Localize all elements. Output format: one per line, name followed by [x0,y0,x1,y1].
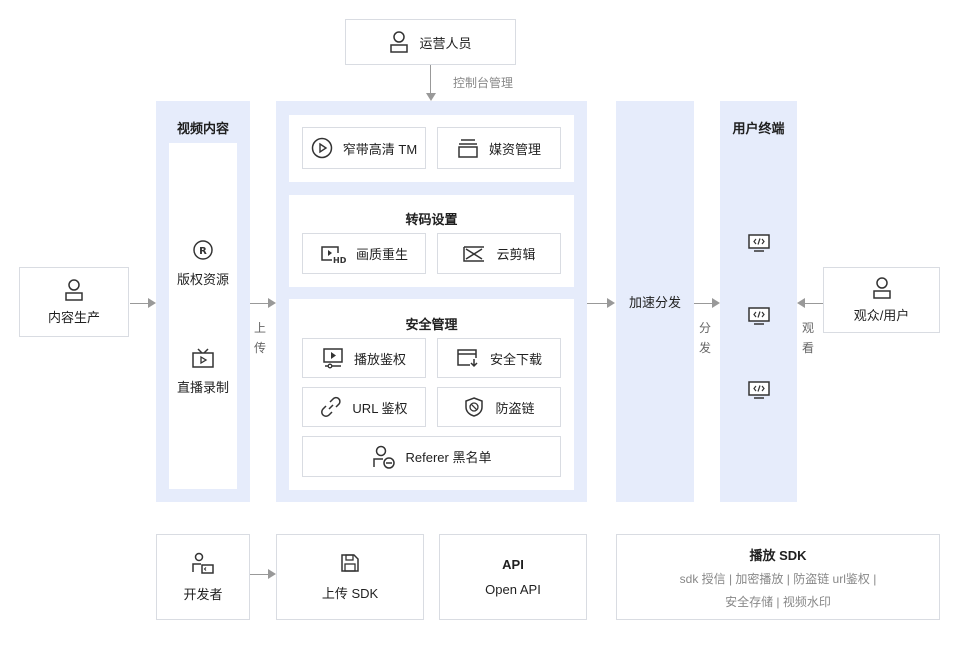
secure-download-label: 安全下载 [489,351,542,367]
stack-icon [458,139,478,158]
svg-text:HD: HD [333,256,346,264]
play-sdk-line2: 安全存储 | 视频水印 [725,594,831,609]
developer-arrow-head [268,569,276,579]
watch-arrow-head [797,298,805,308]
user-icon [390,31,409,53]
user-terminal-title: 用户终端 [732,121,785,136]
watch-arrow [805,303,823,304]
play-sdk-title: 播放 SDK [749,547,807,563]
link-icon [321,396,342,417]
url-auth-item[interactable]: URL 鉴权 [302,387,426,427]
api-title: API [502,557,524,572]
creator-arrow-head [148,298,156,308]
shield-block-icon [465,397,484,417]
narrowband-hd-label: 窄带高清 TM [342,141,418,157]
distribute-label-1: 分 [698,321,711,335]
creator-arrow [130,303,148,304]
save-icon [341,553,359,572]
operator-label: 运营人员 [419,35,472,51]
quality-rebirth-item[interactable]: HD 画质重生 [302,233,426,274]
upload-sdk-box[interactable]: 上传 SDK [276,534,424,620]
accelerate-arrow [587,303,607,304]
live-recording-label: 直播录制 [176,380,229,395]
svg-text:R: R [199,246,207,257]
transcode-title: 转码设置 [405,212,458,227]
user-remove-icon [372,445,395,469]
console-label: 控制台管理 [453,76,514,90]
upload-label-1: 上 [253,321,266,335]
upload-label-2: 传 [253,341,266,355]
video-content-title: 视频内容 [176,121,229,136]
audience-box[interactable]: 观众/用户 [823,267,940,333]
copyright-resource[interactable]: R 版权资源 [169,239,237,288]
referer-blacklist-item[interactable]: Referer 黑名单 [302,436,561,477]
watch-label-2: 看 [801,341,814,355]
monitor-play-icon [323,348,343,369]
play-sdk-box[interactable]: 播放 SDK sdk 授信 | 加密播放 | 防盗链 url鉴权 | 安全存储 … [616,534,940,620]
monitor-code-icon [748,307,770,325]
secure-download-item[interactable]: 安全下载 [437,338,561,378]
operator-arrow [430,65,431,94]
play-sdk-line1: sdk 授信 | 加密播放 | 防盗链 url鉴权 | [679,571,877,586]
url-auth-label: URL 鉴权 [352,400,408,416]
video-content-inner [169,143,237,489]
creator-label: 内容生产 [47,309,100,325]
playback-auth-item[interactable]: 播放鉴权 [302,338,426,378]
operator-box[interactable]: 运营人员 [345,19,516,65]
playback-auth-label: 播放鉴权 [353,351,406,367]
accelerate-panel[interactable]: 加速分发 [616,101,694,502]
creator-box[interactable]: 内容生产 [19,267,129,337]
distribute-label-2: 发 [698,341,711,355]
distribute-arrow [694,303,712,304]
user-icon [65,278,83,301]
watch-label-1: 观 [801,321,814,335]
security-title: 安全管理 [405,317,458,332]
referer-blacklist-label: Referer 黑名单 [405,450,492,465]
video-hd-icon: HD [321,245,346,264]
developer-label: 开发者 [183,586,223,602]
media-management-label: 媒资管理 [488,141,541,157]
distribute-arrow-head [712,298,720,308]
anti-leech-label: 防盗链 [495,400,535,416]
api-box[interactable]: API Open API [439,534,587,620]
audience-label: 观众/用户 [853,307,910,323]
registered-icon: R [193,240,213,260]
cloud-edit-item[interactable]: 云剪辑 [437,233,561,274]
developer-icon [192,552,214,574]
anti-leech-item[interactable]: 防盗链 [437,387,561,427]
cloud-edit-label: 云剪辑 [496,247,536,262]
accelerate-label: 加速分发 [628,295,681,310]
copyright-label: 版权资源 [176,272,229,287]
accelerate-arrow-head [607,298,615,308]
developer-box[interactable]: 开发者 [156,534,250,620]
operator-arrow-head [426,93,436,101]
quality-rebirth-label: 画质重生 [355,247,408,262]
play-circle-icon [311,137,333,159]
narrowband-hd-item[interactable]: 窄带高清 TM [302,127,426,169]
tv-play-icon [192,348,214,368]
live-recording[interactable]: 直播录制 [169,347,237,396]
api-subtitle: Open API [485,582,541,597]
monitor-code-icon [748,234,770,252]
developer-arrow [250,574,268,575]
monitor-code-icon [748,381,770,399]
scissors-icon [463,245,485,262]
upload-arrow [250,303,268,304]
user-icon [872,276,891,299]
media-management-item[interactable]: 媒资管理 [437,127,561,169]
user-terminal-panel [720,101,797,502]
upload-sdk-label: 上传 SDK [321,585,379,601]
upload-arrow-head [268,298,276,308]
download-window-icon [457,349,478,368]
